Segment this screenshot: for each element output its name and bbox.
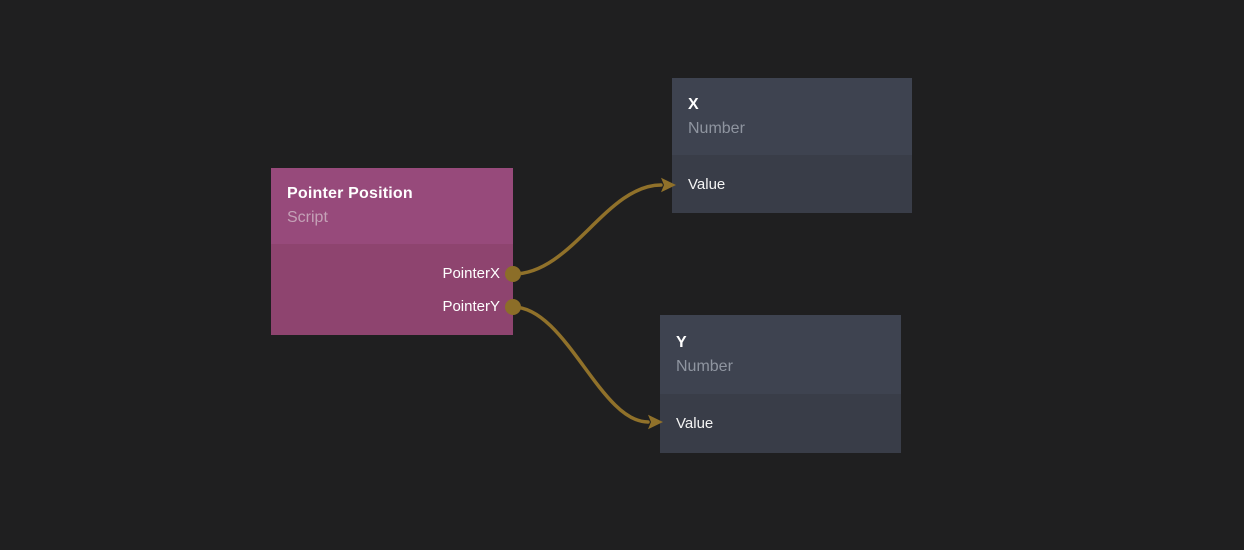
input-row-y-value: Value	[660, 394, 901, 453]
node-subtitle: Number	[676, 357, 733, 375]
output-row-pointerx: PointerX	[271, 257, 513, 290]
node-y-body: Value	[660, 394, 901, 453]
output-row-pointery: PointerY	[271, 290, 513, 323]
node-y-number[interactable]: Y Number Value	[660, 315, 901, 453]
input-row-x-value: Value	[672, 155, 912, 213]
output-label-pointery: PointerY	[442, 298, 500, 315]
node-pointer-position[interactable]: Pointer Position Script PointerX Pointer…	[271, 168, 513, 335]
node-x-body: Value	[672, 155, 912, 213]
node-subtitle: Number	[688, 119, 745, 137]
node-title: Y	[676, 333, 687, 351]
node-title: X	[688, 95, 699, 113]
node-pointer-position-header[interactable]: Pointer Position Script	[271, 168, 513, 244]
node-x-header[interactable]: X Number	[672, 78, 912, 155]
wire-pointery-to-y-value[interactable]	[511, 305, 650, 424]
wire-pointerx-to-x-value[interactable]	[511, 183, 663, 276]
node-title: Pointer Position	[287, 185, 413, 202]
input-label-x-value: Value	[688, 175, 726, 193]
node-subtitle: Script	[287, 209, 328, 226]
node-y-header[interactable]: Y Number	[660, 315, 901, 394]
output-label-pointerx: PointerX	[442, 265, 500, 282]
input-label-y-value: Value	[676, 415, 714, 432]
node-pointer-position-body: PointerX PointerY	[271, 244, 513, 335]
node-x-number[interactable]: X Number Value	[672, 78, 912, 213]
